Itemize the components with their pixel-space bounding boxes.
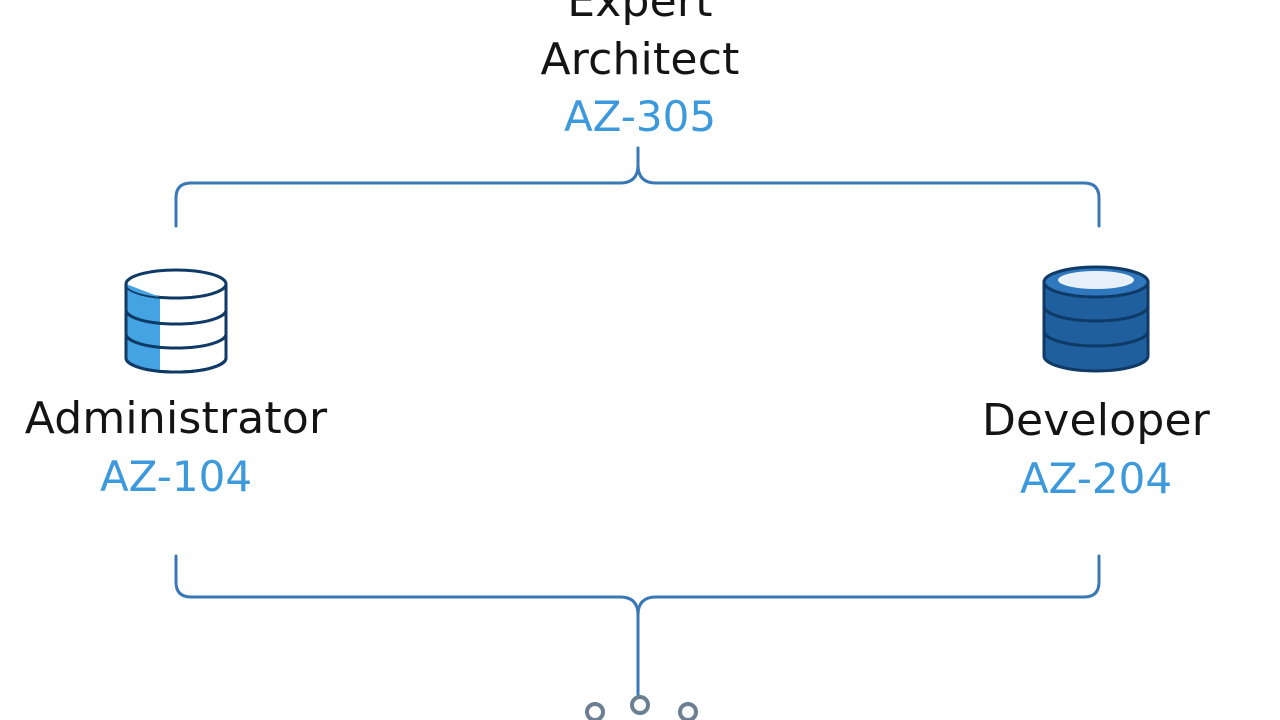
expert-title-line1: Expert bbox=[567, 0, 713, 27]
expert-code: AZ-305 bbox=[563, 92, 717, 141]
database-icon bbox=[124, 268, 228, 374]
database-icon bbox=[1042, 265, 1150, 373]
developer-title: Developer bbox=[981, 395, 1211, 446]
developer-code: AZ-204 bbox=[1019, 454, 1173, 503]
bottom-bracket bbox=[174, 554, 1101, 652]
administrator-title: Administrator bbox=[24, 393, 328, 444]
top-bracket bbox=[174, 146, 1101, 228]
administrator-code: AZ-104 bbox=[99, 452, 253, 501]
expert-title-line2: Architect bbox=[540, 34, 740, 85]
network-nodes-icon bbox=[585, 650, 698, 720]
